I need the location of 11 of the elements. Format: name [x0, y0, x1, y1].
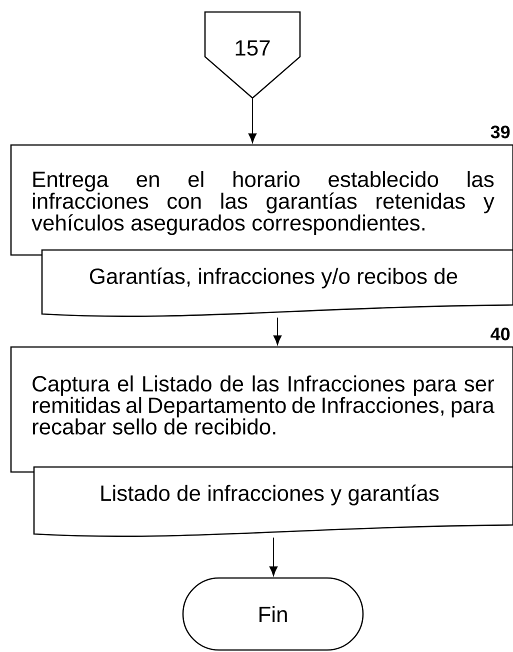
arrow [273, 317, 282, 345]
off-page-connector: 157 [204, 11, 301, 99]
arrow [269, 537, 278, 576]
arrow [248, 98, 257, 143]
step-number: 40 [490, 328, 510, 340]
process-box: Entrega en el horario establecido las infracciones con las garantías retenidas y vehículos asegurados correspondientes. [10, 144, 513, 256]
node-label: Garantías, infracciones y/o recibos de [90, 268, 458, 288]
step-number: 39 [490, 126, 510, 138]
process-box: Captura el Listado de las Infracciones para ser remitidas al Departamento de Infracciones, para recabar sello de recibido. [10, 346, 513, 473]
terminator: Fin [182, 577, 364, 651]
node-label: Listado de infracciones y garantías [101, 484, 439, 506]
